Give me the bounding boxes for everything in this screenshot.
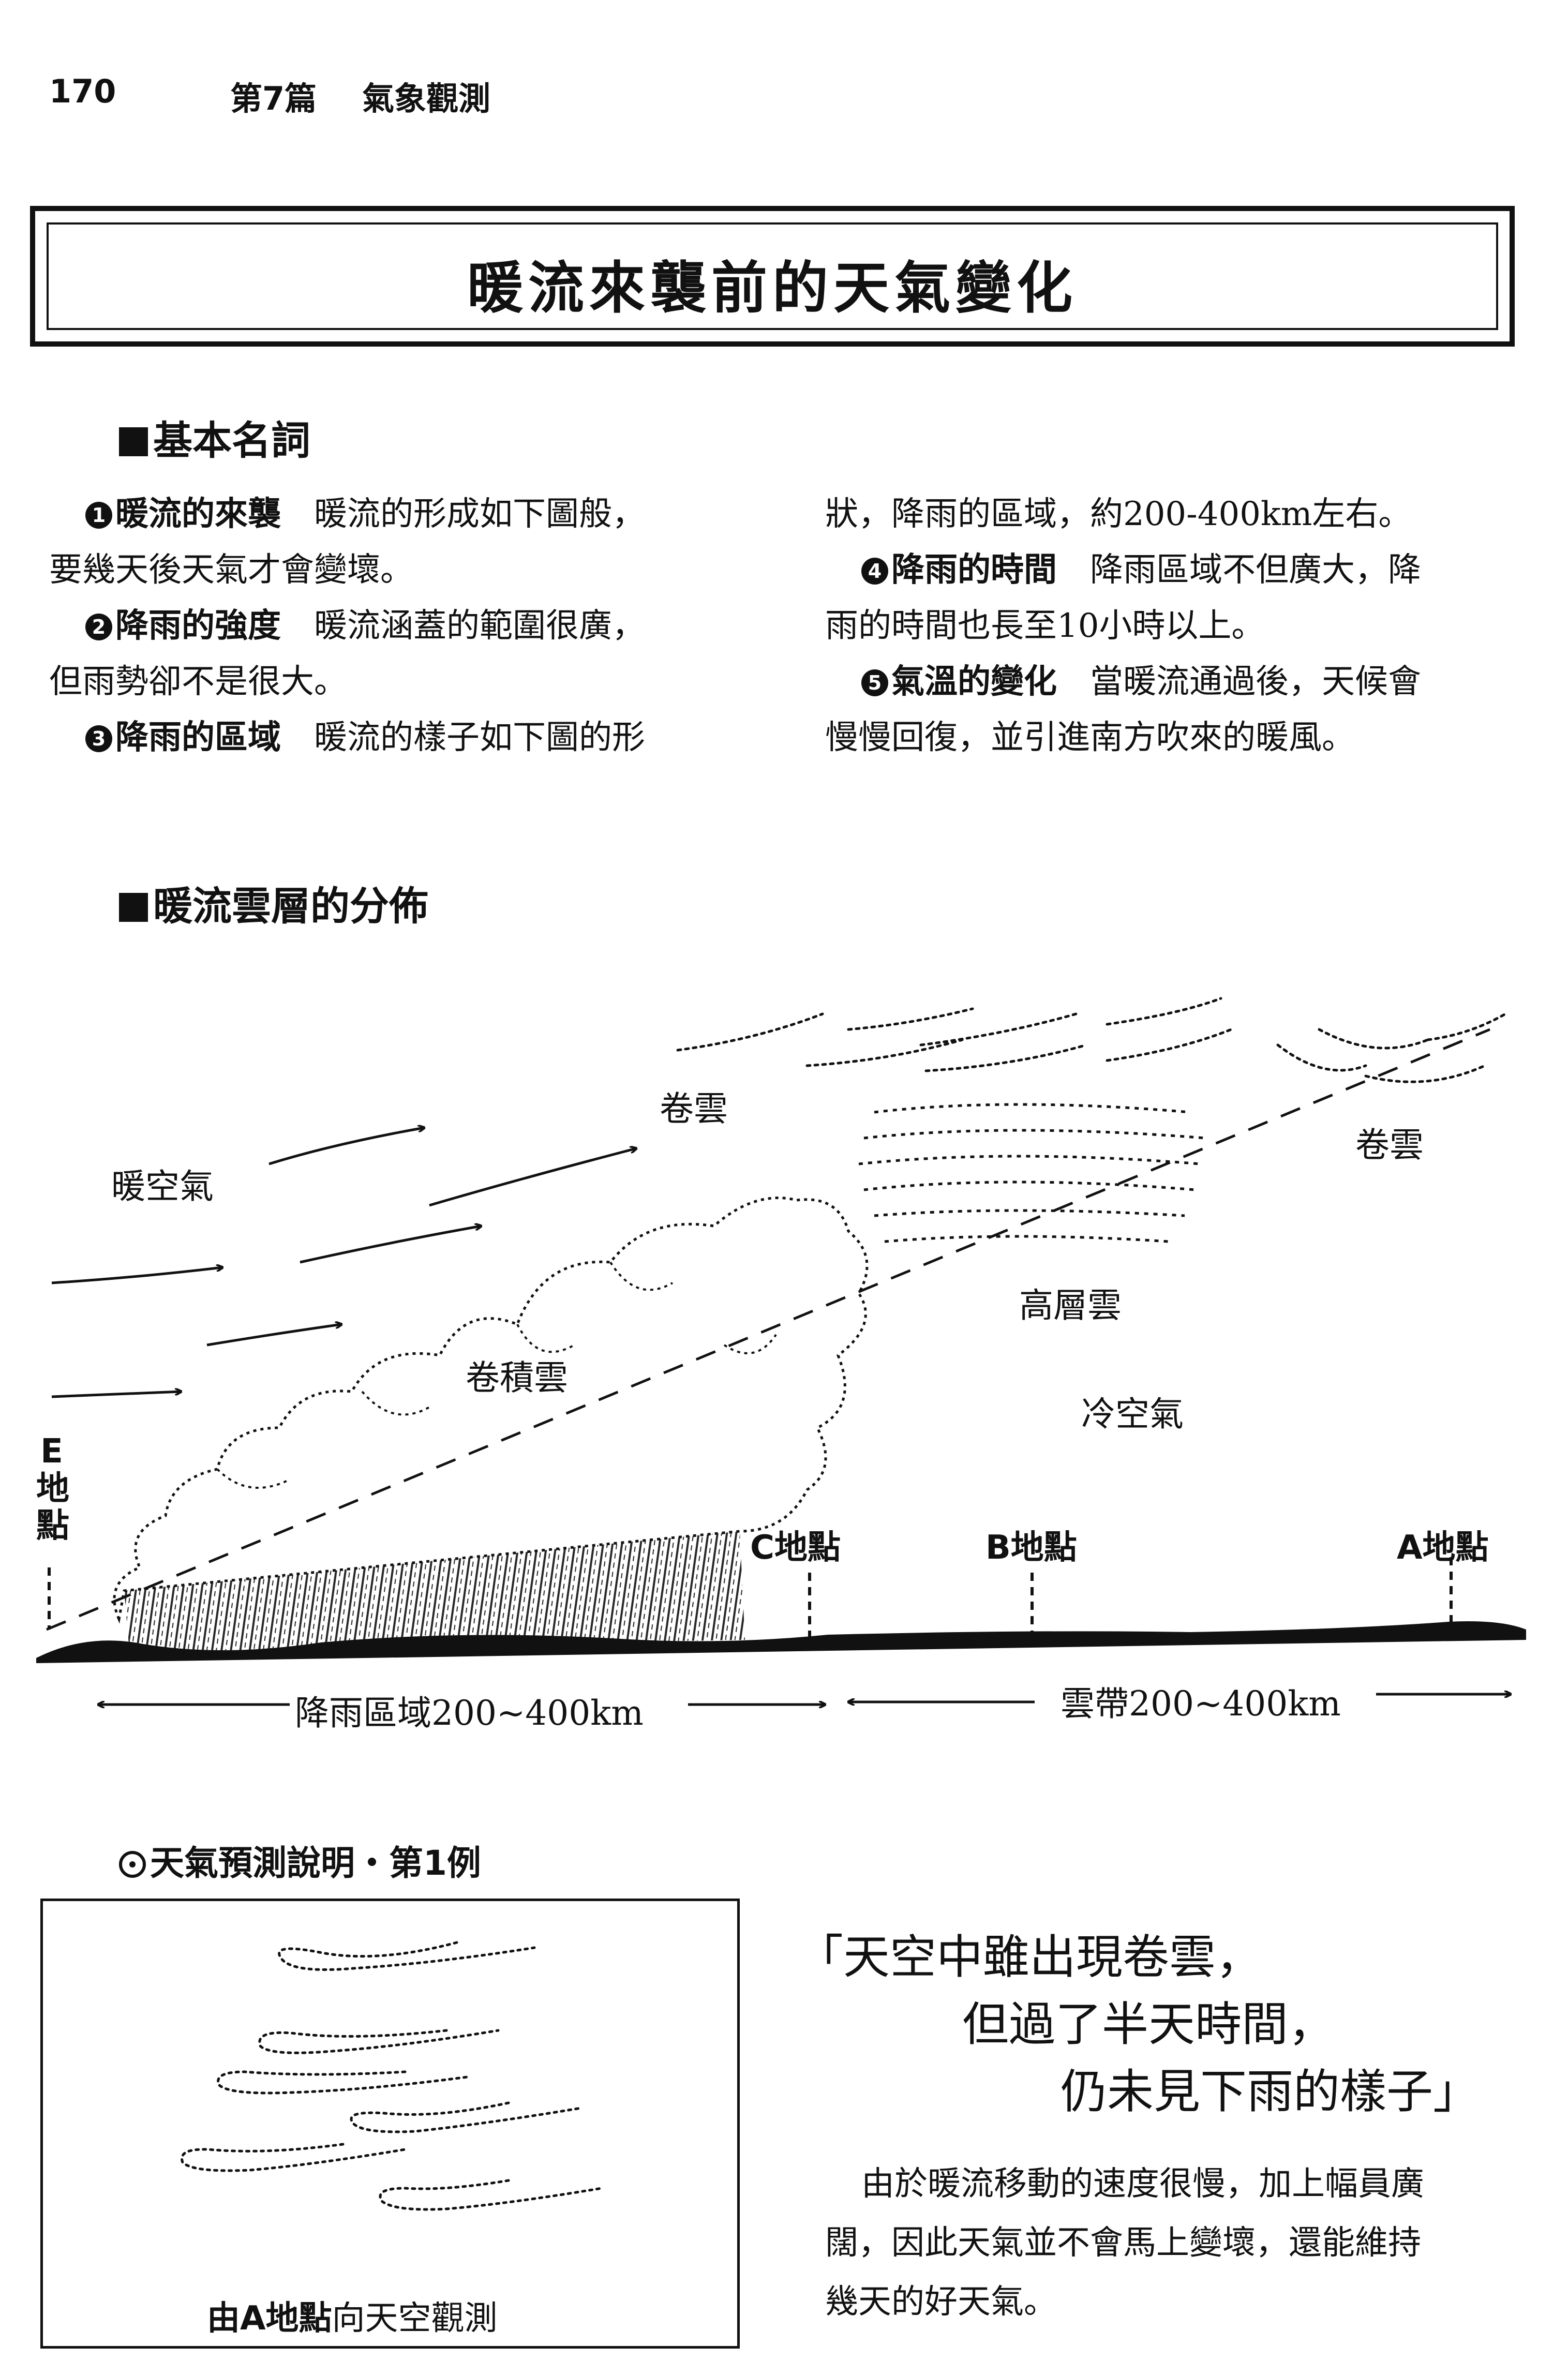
frontal-surface-line (46, 1028, 1490, 1631)
circle-dot-icon (119, 1851, 146, 1878)
page-title: 暖流來襲前的天氣變化 (467, 256, 1078, 321)
example-heading: 天氣預測說明・第1例 (119, 1835, 481, 1885)
label-point-b: B地點 (985, 1529, 1077, 1567)
cirrus-streaks (676, 997, 1507, 1083)
label-cumulonimbus: 卷積雲 (466, 1358, 568, 1398)
label-altostratus: 高層雲 (1019, 1286, 1122, 1325)
label-point-c: C地點 (750, 1529, 841, 1567)
label-cold-air: 冷空氣 (1081, 1394, 1184, 1434)
label-point-e: E 地 點 (36, 1432, 69, 1545)
warm-air-arrows (51, 1128, 636, 1398)
label-warm-air: 暖空氣 (111, 1167, 214, 1206)
number-1-icon: 1 (85, 502, 112, 529)
rain-area (124, 1531, 745, 1652)
quote-line-3: 仍未見下雨的樣子」 (1061, 2065, 1480, 2119)
term-item-3-cont: 狀，降雨的區域，約200-400km左右。 (825, 495, 1412, 533)
chapter-name: 氣象觀測 (362, 80, 491, 117)
number-2-icon: 2 (85, 614, 112, 640)
quote-line-2: 但過了半天時間， (962, 1997, 1335, 2052)
page-number: 170 (49, 72, 116, 110)
title-inner-frame (47, 222, 1498, 330)
quote-line-1: 「天空中雖出現卷雲， (797, 1930, 1262, 1984)
label-point-a: A地點 (1397, 1529, 1489, 1567)
number-5-icon: 5 (861, 669, 888, 696)
number-4-icon: 4 (861, 558, 888, 585)
altostratus-layers (858, 1103, 1206, 1243)
label-cirrus-right: 卷雲 (1355, 1125, 1424, 1165)
warm-front-cloud-diagram (36, 997, 1526, 1738)
cirrus-sky-illustration (181, 1941, 603, 2211)
label-rain-area: 降雨區域200~400km (295, 1693, 644, 1733)
observation-illustration-box (40, 1899, 740, 2349)
section-heading-cloud-distribution: 暖流雲層的分佈 (119, 874, 428, 931)
example-explanation: 由於暖流移動的速度很慢，加上幅員廣 闊，因此天氣並不會馬上變壞，還能維持 幾天的… (825, 2165, 1424, 2321)
label-cloud-band: 雲帶200~400km (1061, 1684, 1341, 1724)
square-bullet-icon (119, 427, 148, 456)
section-heading-terms: 基本名詞 (119, 409, 310, 466)
square-bullet-icon (119, 893, 148, 922)
number-3-icon: 3 (85, 725, 112, 752)
label-cirrus-left: 卷雲 (660, 1089, 728, 1129)
ground-line (36, 1621, 1526, 1663)
chapter-label: 第7篇 (230, 80, 317, 117)
cumulonimbus-cloud (113, 1197, 869, 1624)
illustration-caption: 由A地點向天空觀測 (207, 2299, 498, 2338)
title-box: 暖流來襲前的天氣變化 (30, 206, 1515, 347)
